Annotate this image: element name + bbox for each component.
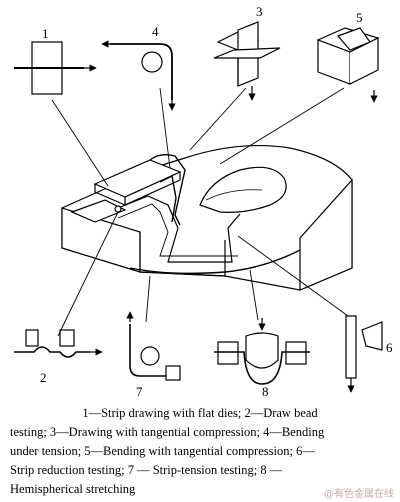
forming-die-diagram: 1 4 3 5 2 7: [14, 4, 393, 399]
label-4: 4: [152, 24, 159, 39]
caption-line-1: 1—Strip drawing with flat dies; 2—Draw b…: [82, 406, 318, 420]
test-6-strip-reduction: [345, 315, 383, 393]
watermark: @有色金属在线: [324, 489, 394, 500]
figure-caption: 1—Strip drawing with flat dies; 2—Draw b…: [10, 404, 390, 499]
test-3-tangential-compression: [213, 21, 281, 101]
test-8-hemispherical-stretching: [214, 318, 310, 385]
test-4-bending-under-tension: [101, 40, 176, 111]
label-3: 3: [256, 4, 263, 19]
label-2: 2: [40, 370, 47, 385]
die-block: [61, 144, 353, 291]
test-2-draw-bead: [14, 329, 103, 358]
caption-line-3: under tension; 5—Bending with tangential…: [10, 444, 315, 458]
test-1-strip-drawing: [14, 41, 97, 95]
leader-lines: [51, 87, 349, 337]
caption-line-4: Strip reduction testing; 7 — Strip-tensi…: [10, 463, 283, 477]
label-8: 8: [262, 384, 269, 399]
label-1: 1: [42, 26, 49, 41]
test-7-strip-tension: [126, 311, 181, 381]
label-6: 6: [386, 340, 393, 355]
label-7: 7: [136, 384, 143, 399]
label-5: 5: [356, 10, 363, 25]
test-5-bending-tangential: [316, 27, 380, 103]
caption-line-5: Hemispherical stretching: [10, 482, 136, 496]
caption-line-2: testing; 3—Drawing with tangential compr…: [10, 425, 325, 439]
